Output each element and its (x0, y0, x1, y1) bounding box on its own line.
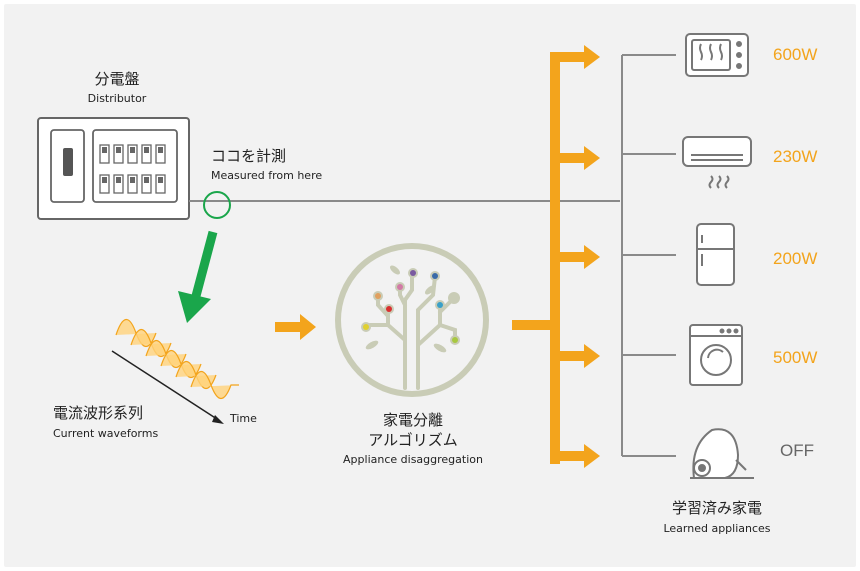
waveforms-title-en: Current waveforms (53, 427, 159, 440)
power-reading-vacuum-cleaner: OFF (780, 441, 814, 460)
air-conditioner-icon (682, 136, 752, 189)
current-waveforms (111, 318, 239, 424)
appliance-branch-lines (621, 54, 676, 457)
algorithm-title-en: Appliance disaggregation (343, 453, 483, 466)
algorithm-tree-icon (335, 243, 489, 397)
measure-label-en: Measured from here (211, 169, 323, 182)
distributor-title-jp: 分電盤 (94, 70, 140, 88)
time-axis-label: Time (230, 412, 257, 425)
washing-machine-icon (689, 324, 743, 386)
waveforms-title-jp: 電流波形系列 (53, 404, 144, 422)
distributor-box (37, 117, 190, 220)
measure-label-jp: ココを計測 (211, 147, 287, 165)
distributor-title-en: Distributor (87, 92, 147, 105)
measure-point-circle (203, 191, 231, 219)
algorithm-title-jp-line2: アルゴリズム (368, 431, 458, 449)
refrigerator-icon (696, 223, 735, 286)
vacuum-cleaner-icon (690, 428, 754, 479)
power-reading-microwave: 600W (773, 45, 818, 64)
power-reading-refrigerator: 200W (773, 249, 818, 268)
microwave-icon (685, 33, 749, 77)
power-reading-washing-machine: 500W (773, 348, 818, 367)
algorithm-title-jp-line1: 家電分離 (382, 411, 444, 429)
appliances-title-en: Learned appliances (663, 522, 771, 535)
power-reading-air-conditioner: 230W (773, 147, 818, 166)
distribution-arrows (512, 45, 600, 468)
green-arrow (178, 230, 218, 323)
appliances-title-jp: 学習済み家電 (671, 499, 763, 517)
arrow-to-algorithm (275, 314, 316, 340)
